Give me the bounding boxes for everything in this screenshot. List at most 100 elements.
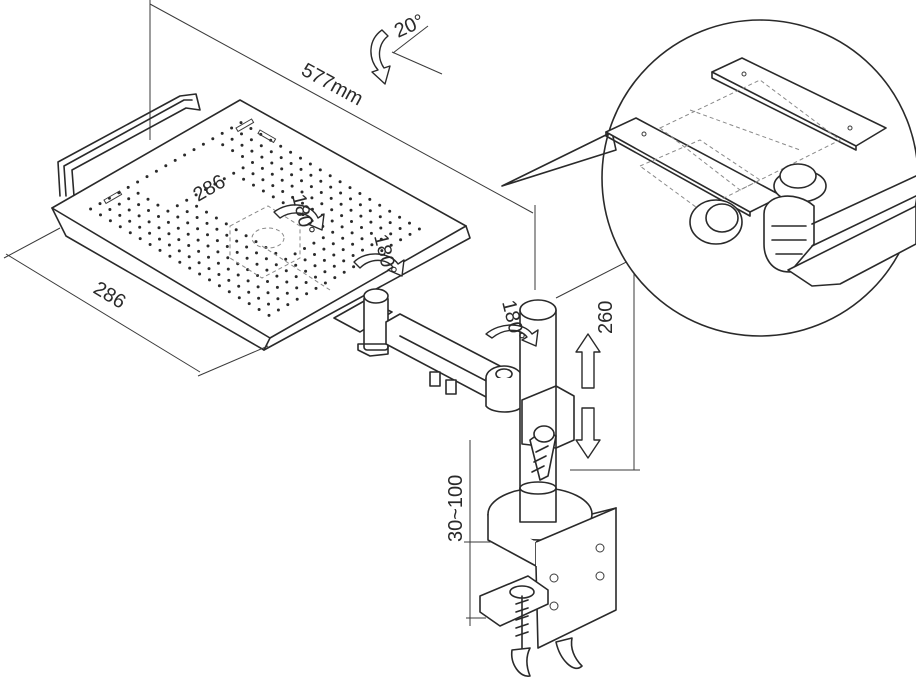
perforation-dot bbox=[246, 279, 250, 283]
perforation-dot bbox=[270, 161, 274, 165]
perforation-dot bbox=[147, 220, 151, 224]
perforation-dot bbox=[216, 250, 220, 254]
perforation-dot bbox=[214, 216, 218, 220]
perforation-dot bbox=[207, 267, 211, 271]
perforation-dot bbox=[245, 245, 249, 249]
perforation-dot bbox=[271, 195, 275, 199]
dimension-clamp-range: 30~100 bbox=[445, 440, 492, 626]
perforation-dot bbox=[138, 225, 142, 229]
perforation-dot bbox=[276, 297, 280, 301]
perforation-dot bbox=[206, 233, 209, 237]
perforation-dot bbox=[313, 253, 316, 256]
perforation-dot bbox=[295, 297, 299, 301]
perforation-dot bbox=[275, 285, 279, 289]
perforation-dot bbox=[221, 143, 225, 147]
perforation-dot bbox=[220, 131, 224, 135]
perforation-dot bbox=[204, 188, 207, 191]
perforation-dot bbox=[417, 227, 421, 231]
perforation-dot bbox=[285, 291, 289, 295]
height-label: 260 bbox=[595, 301, 617, 334]
perforation-dot bbox=[338, 180, 342, 184]
perforation-dot bbox=[217, 273, 221, 276]
perforation-dot bbox=[267, 302, 270, 306]
perforation-dot bbox=[201, 142, 205, 146]
perforation-dot bbox=[378, 215, 382, 219]
perforation-dot bbox=[215, 227, 219, 231]
perforation-dot bbox=[281, 201, 285, 205]
perforation-dot bbox=[360, 237, 364, 241]
perforation-dot bbox=[408, 232, 412, 236]
perforation-dot bbox=[284, 257, 288, 261]
perforation-dot bbox=[340, 225, 344, 229]
perforation-dot bbox=[260, 166, 264, 170]
perforation-dot bbox=[275, 274, 279, 278]
perforation-dot bbox=[319, 179, 323, 183]
perforation-dot bbox=[293, 252, 297, 256]
perforation-dot bbox=[145, 175, 149, 179]
perforation-dot bbox=[186, 232, 190, 236]
perforation-dot bbox=[399, 238, 403, 242]
perforation-dot bbox=[341, 248, 345, 252]
perforation-dot bbox=[266, 291, 270, 295]
perforation-dot bbox=[303, 258, 307, 262]
perforation-dot bbox=[206, 244, 210, 248]
perforation-dot bbox=[281, 190, 285, 193]
perforation-dot bbox=[331, 242, 335, 246]
perforation-dot bbox=[350, 231, 354, 235]
perforation-dot bbox=[313, 264, 317, 268]
perforation-dot bbox=[138, 237, 142, 241]
perforation-dot bbox=[380, 249, 384, 253]
detail-callout bbox=[501, 19, 916, 337]
rotate-arrow-icon bbox=[273, 204, 325, 231]
perforation-dot bbox=[309, 173, 313, 177]
perforation-dot bbox=[370, 243, 374, 247]
perforation-dot bbox=[117, 202, 121, 206]
perforation-dot bbox=[264, 257, 268, 261]
perforation-dot bbox=[312, 241, 316, 245]
perforation-dot bbox=[126, 185, 130, 189]
perforation-dot bbox=[319, 191, 323, 194]
perforation-dot bbox=[211, 137, 215, 141]
perforation-dot bbox=[252, 183, 255, 187]
perforation-dot bbox=[361, 248, 364, 252]
perforation-dot bbox=[154, 169, 158, 173]
perforation-dot bbox=[261, 189, 265, 193]
perforation-dot bbox=[187, 255, 191, 259]
perforation-dot bbox=[118, 225, 122, 229]
perforation-dot bbox=[175, 204, 179, 208]
perforation-dot bbox=[198, 272, 202, 276]
perforation-dot bbox=[226, 267, 230, 271]
perforation-dot bbox=[294, 263, 298, 267]
perforation-dot bbox=[294, 275, 298, 279]
perforation-dot bbox=[265, 268, 269, 272]
perforation-dot bbox=[388, 221, 392, 225]
perforation-dot bbox=[178, 260, 182, 264]
perforation-dot bbox=[177, 238, 181, 242]
rotate-arrow-icon bbox=[353, 253, 405, 277]
perforation-dot bbox=[280, 167, 284, 171]
perforation-dot bbox=[291, 195, 295, 199]
perforation-dot bbox=[303, 247, 306, 250]
perforation-dot bbox=[257, 308, 261, 311]
perforation-dot bbox=[266, 280, 269, 283]
perforation-dot bbox=[254, 240, 258, 244]
perforation-dot bbox=[237, 296, 241, 300]
perforation-dot bbox=[378, 203, 382, 207]
perforation-dot bbox=[240, 143, 244, 147]
arrow-down-icon bbox=[575, 407, 601, 459]
perforation-dot bbox=[369, 231, 373, 235]
perforation-dot bbox=[351, 254, 355, 257]
perforation-dot bbox=[232, 171, 236, 175]
perforation-dot bbox=[300, 179, 303, 183]
perforation-dot bbox=[310, 196, 314, 200]
arrow-up-icon bbox=[575, 333, 601, 389]
perforation-dot bbox=[226, 256, 230, 260]
perforation-dot bbox=[176, 215, 180, 219]
perforation-dot bbox=[98, 202, 102, 206]
perforation-dot bbox=[358, 203, 362, 207]
perforation-dot bbox=[379, 237, 383, 241]
perforation-dot bbox=[237, 284, 241, 288]
perforation-dot bbox=[279, 144, 283, 148]
tilt-arrow-icon bbox=[370, 29, 391, 85]
